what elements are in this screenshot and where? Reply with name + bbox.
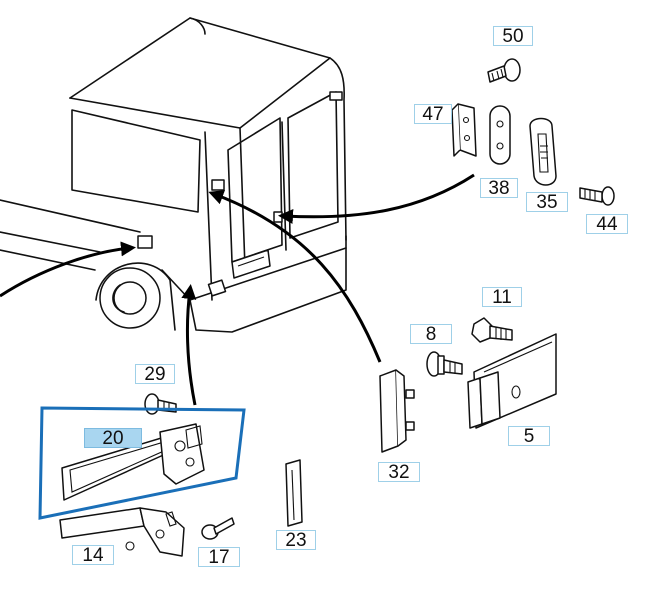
part-20-door-check	[61, 423, 205, 501]
callout-32[interactable]: 32	[378, 462, 420, 483]
callout-38[interactable]: 38	[480, 178, 518, 199]
part-50-bolt	[487, 58, 521, 83]
callout-29[interactable]: 29	[135, 364, 175, 385]
callout-17[interactable]: 17	[198, 547, 240, 568]
callout-20[interactable]: 20	[84, 428, 142, 449]
callout-50[interactable]: 50	[493, 26, 533, 47]
callout-35[interactable]: 35	[526, 192, 568, 213]
callout-44[interactable]: 44	[586, 214, 628, 235]
part-29-screw	[144, 393, 177, 415]
part-35-striker	[529, 117, 557, 186]
part-32-hinge-plate	[379, 369, 415, 453]
part-23-pin	[285, 459, 303, 527]
callout-14[interactable]: 14	[72, 545, 114, 566]
callout-11[interactable]: 11	[482, 287, 522, 308]
part-8-bolt	[426, 351, 463, 377]
selection-highlight-box	[38, 406, 246, 520]
callout-47[interactable]: 47	[414, 104, 452, 125]
callout-23[interactable]: 23	[276, 530, 316, 551]
part-44-screw	[579, 186, 615, 206]
part-38-plate	[489, 105, 511, 165]
callout-5[interactable]: 5	[508, 426, 550, 447]
van-body	[0, 17, 347, 333]
part-11-bolt	[471, 317, 513, 343]
callout-8[interactable]: 8	[410, 324, 452, 345]
part-14-bracket	[59, 507, 185, 557]
part-5-hinge	[467, 333, 557, 429]
part-47-bracket	[451, 103, 477, 157]
part-17-screw	[201, 517, 235, 540]
pointer-arrows	[0, 173, 475, 406]
